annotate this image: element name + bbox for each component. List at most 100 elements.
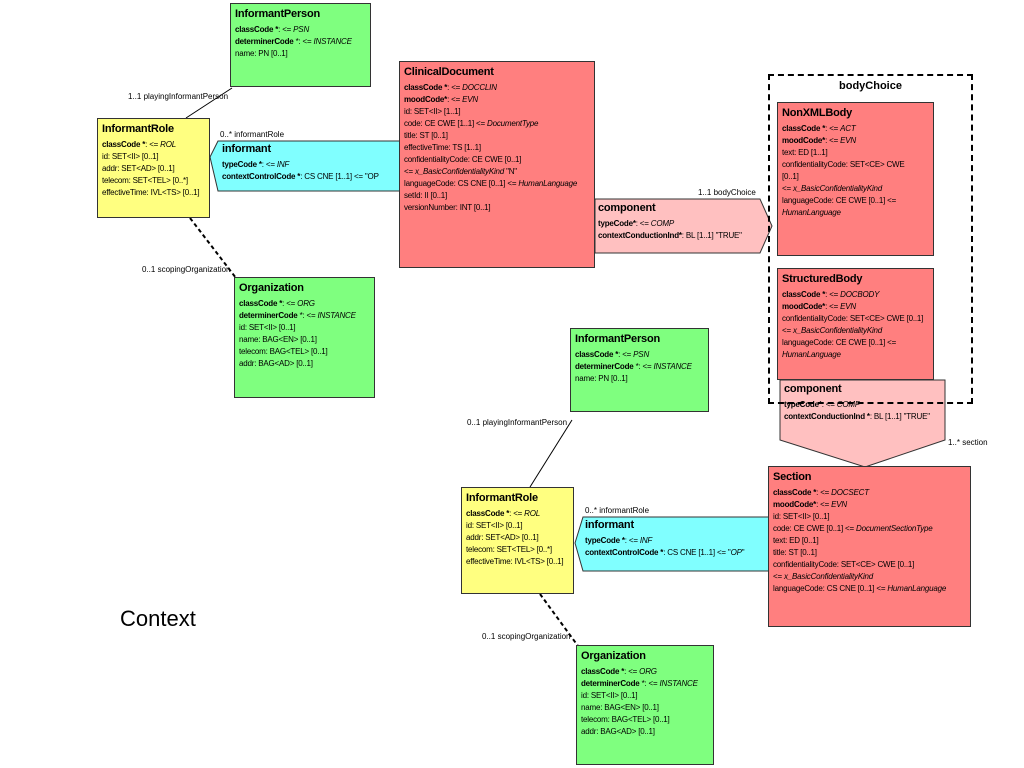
attribute-value: : <=: [825, 124, 841, 133]
attribute-line: telecom: SET<TEL> [0..*]: [466, 544, 569, 556]
attribute-line: addr: BAG<AD> [0..1]: [581, 726, 709, 738]
attribute-name: classCode *: [404, 83, 448, 92]
attribute-line: contextControlCode *: CS CNE [1..1] <= "…: [222, 171, 400, 183]
attribute-name: typeCode *: [585, 536, 625, 545]
attribute-line: classCode *: <= ROL: [102, 139, 205, 151]
attribute-name: moodCode*: [404, 95, 448, 104]
attribute-line: moodCode*: <= EVN: [773, 499, 966, 511]
bottom-role-org-line: [539, 593, 579, 647]
attribute-value: *: <=: [639, 679, 660, 688]
attribute-value: code: CE CWE [0..1] <=: [773, 524, 856, 533]
attribute-value: languageCode: CE CWE [0..1] <=: [782, 338, 897, 347]
bottom-informant-label: 0..* informantRole: [585, 506, 650, 515]
attribute-vocabulary: DOCBODY: [840, 290, 880, 299]
attribute-line: determinerCode *: <= INSTANCE: [581, 678, 709, 690]
attribute-line: typeCode*: <= COMP: [598, 218, 764, 230]
attribute-value: confidentialityCode: SET<CE> CWE: [782, 160, 905, 169]
section-mult-label: 1..* section: [948, 438, 988, 447]
attribute-line: code: CE CWE [1..1] <= DocumentType: [404, 118, 590, 130]
attribute-value: : <=: [447, 95, 463, 104]
attribute-vocabulary: HumanLanguage: [782, 208, 841, 217]
attribute-name: moodCode*: [782, 136, 826, 145]
attribute-value: title: ST [0..1]: [404, 131, 448, 140]
attribute-value: confidentialityCode: CE CWE [0..1]: [404, 155, 522, 164]
body-choice-label: 1..1 bodyChoice: [698, 188, 756, 197]
attribute-vocabulary: INSTANCE: [313, 37, 352, 46]
attribute-name: classCode *: [575, 350, 619, 359]
attribute-value: text: ED [0..1]: [773, 536, 819, 545]
attribute-line: classCode *: <= ACT: [782, 123, 929, 135]
attribute-line: text: ED [0..1]: [773, 535, 966, 547]
attribute-line: determinerCode *: <= INSTANCE: [239, 310, 370, 322]
attribute-line: classCode *: <= ORG: [239, 298, 370, 310]
attribute-value: versionNumber: INT [0..1]: [404, 203, 491, 212]
top-informant-label: 0..* informantRole: [220, 130, 285, 139]
attribute-value: languageCode: CS CNE [0..1] <=: [404, 179, 519, 188]
top-playing-label: 1..1 playingInformantPerson: [128, 92, 229, 101]
attribute-value: : BL [1..1] "TRUE": [681, 231, 742, 240]
attribute-value: : <=: [825, 302, 841, 311]
attribute-value: : <=: [624, 667, 640, 676]
attribute-line: effectiveTime: IVL<TS> [0..1]: [102, 187, 205, 199]
attribute-value: effectiveTime: IVL<TS> [0..1]: [102, 188, 200, 197]
attribute-line: languageCode: CE CWE [0..1] <=: [782, 337, 929, 349]
top-informant-role-title: InformantRole: [102, 123, 174, 135]
attribute-vocabulary: INSTANCE: [659, 679, 698, 688]
attribute-line: [0..1]: [782, 171, 929, 183]
bottom-scoping-label: 0..1 scopingOrganization: [482, 632, 571, 641]
attribute-value: id: SET<II> [0..1]: [773, 512, 830, 521]
attribute-line: setId: II [0..1]: [404, 190, 590, 202]
attribute-value: : <=: [145, 140, 161, 149]
attribute-value: *: <=: [633, 362, 654, 371]
attribute-line: telecom: BAG<TEL> [0..1]: [239, 346, 370, 358]
context-label: Context: [120, 606, 196, 631]
attribute-value: id: SET<II> [0..1]: [466, 521, 523, 530]
attribute-value: addr: BAG<AD> [0..1]: [581, 727, 655, 736]
attribute-line: id: SET<II> [1..1]: [404, 106, 590, 118]
attribute-line: name: PN [0..1]: [575, 373, 704, 385]
attribute-line: addr: SET<AD> [0..1]: [466, 532, 569, 544]
attribute-name: classCode *: [102, 140, 146, 149]
attribute-line: telecom: BAG<TEL> [0..1]: [581, 714, 709, 726]
attribute-value: telecom: BAG<TEL> [0..1]: [581, 715, 670, 724]
non-xml-body-title: NonXMLBody: [782, 107, 853, 119]
bottom-informant-person-title: InformantPerson: [575, 333, 661, 345]
attribute-line: name: BAG<EN> [0..1]: [239, 334, 370, 346]
attribute-value: id: SET<II> [0..1]: [239, 323, 296, 332]
attribute-vocabulary: EVN: [831, 500, 847, 509]
attribute-name: typeCode*: [598, 219, 636, 228]
attribute-value: : <=: [618, 350, 634, 359]
attribute-value: : BL [1..1] "TRUE": [869, 412, 930, 421]
attribute-line: <= x_BasicConfidentialityKind "N": [404, 166, 590, 178]
component2-title: component: [784, 383, 842, 395]
attribute-line: classCode *: <= DOCSECT: [773, 487, 966, 499]
attribute-value: [0..1]: [782, 172, 799, 181]
attribute-value: : <=: [825, 136, 841, 145]
attribute-value: title: ST [0..1]: [773, 548, 817, 557]
attribute-vocabulary: OP: [730, 548, 742, 557]
top-informant-title: informant: [222, 143, 271, 155]
attribute-line: classCode *: <= DOCCLIN: [404, 82, 590, 94]
attribute-vocabulary: HumanLanguage: [518, 179, 578, 188]
attribute-line: confidentialityCode: SET<CE> CWE [0..1]: [773, 559, 966, 571]
attribute-value: <=: [782, 184, 793, 193]
top-informant-person-title: InformantPerson: [235, 8, 321, 20]
attribute-value: languageCode: CE CWE [0..1] <=: [782, 196, 897, 205]
attribute-value: : <=: [282, 299, 298, 308]
attribute-value: code: CE CWE [1..1] <=: [404, 119, 487, 128]
attribute-vocabulary: EVN: [840, 302, 856, 311]
attribute-name: contextControlCode *: [222, 172, 301, 181]
attribute-vocabulary: ROL: [160, 140, 177, 149]
